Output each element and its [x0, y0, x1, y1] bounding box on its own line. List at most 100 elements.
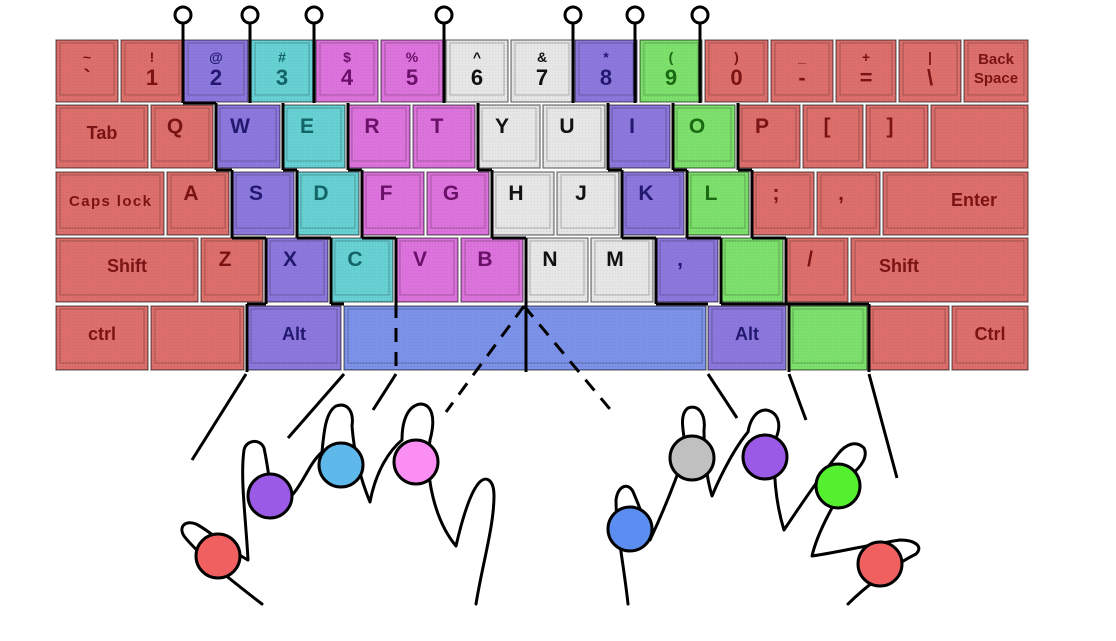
key-2-11: , [816, 171, 881, 236]
guide-anchor [434, 5, 454, 25]
key-0-11: _- [770, 39, 834, 103]
key-1-6: Y [477, 104, 541, 169]
key-bottom-label: = [860, 65, 873, 90]
key-1-7: U [542, 104, 606, 169]
key-label: Shift [879, 256, 919, 276]
key-3-0: Shift [55, 237, 199, 303]
key-1-5: T [412, 104, 476, 169]
key-0-5: %5 [380, 39, 444, 103]
key-face-texture [335, 241, 389, 295]
key-face-texture [677, 108, 731, 161]
key-face-texture [725, 241, 779, 295]
key-bottom-label: 1 [146, 65, 158, 90]
key-2-10: ; [751, 171, 815, 236]
key-face-texture [855, 241, 1024, 295]
key-face-texture [756, 175, 810, 228]
key-3-7: M [590, 237, 654, 303]
key-1-3: E [282, 104, 346, 169]
guide-line [706, 373, 739, 419]
key-face-texture [60, 43, 114, 95]
key-2-5: G [426, 171, 490, 236]
key-face-texture [840, 43, 892, 95]
key-1-1: Q [150, 104, 214, 169]
key-2-1: A [166, 171, 230, 236]
key-face-texture [400, 241, 454, 295]
key-top-label: $ [343, 49, 351, 65]
key-top-label: ^ [473, 49, 481, 65]
key-bottom-label: 7 [536, 65, 548, 90]
key-2-8: K [621, 171, 685, 236]
key-face-texture [644, 43, 698, 95]
key-bottom-label: 3 [276, 65, 288, 90]
key-label: H [508, 182, 523, 205]
key-label: Shift [107, 256, 147, 276]
key-face-texture [712, 309, 782, 363]
key-label: N [542, 248, 557, 271]
key-3-11: Shift [850, 237, 1029, 303]
key-face-texture [188, 43, 244, 95]
finger-dot-left-pinky [194, 532, 242, 580]
key-face-texture [561, 175, 615, 228]
key-3-6: N [525, 237, 589, 303]
key-face-texture [60, 241, 194, 295]
key-label: I [629, 115, 635, 138]
key-top-label: & [537, 49, 547, 65]
key-face-texture [547, 108, 601, 161]
key-1-9: O [672, 104, 736, 169]
key-face-texture [790, 241, 844, 295]
keys-layer: ~`!1@2#3$4%5^6&7*8(9)0_-+=|\BackSpaceTab… [55, 39, 1029, 371]
key-top-label: ! [150, 49, 155, 65]
key-face-texture [775, 43, 829, 95]
key-bottom-label: 9 [665, 65, 677, 90]
key-3-4: V [395, 237, 459, 303]
key-face-texture [385, 43, 439, 95]
guide-anchor [563, 5, 583, 25]
key-face-texture [171, 175, 225, 228]
space-guide-dashed [444, 305, 526, 413]
key-label: K [638, 182, 653, 205]
key-face-texture [287, 108, 341, 161]
key-0-13: |\ [898, 39, 962, 103]
key-face-texture [60, 108, 144, 161]
guide-line [787, 373, 808, 421]
key-label: Tab [87, 123, 118, 143]
key-face-texture [807, 108, 859, 161]
key-label: P [755, 115, 769, 138]
key-face-texture [270, 241, 324, 295]
key-1-2: W [215, 104, 281, 169]
key-2-0: Caps lock [55, 171, 165, 236]
finger-dot-left-ring [246, 472, 294, 520]
key-face-texture [968, 43, 1024, 95]
key-top-label: Back [978, 51, 1015, 68]
key-face-texture [595, 241, 649, 295]
key-bottom-label: \ [927, 65, 933, 90]
key-label: Alt [735, 324, 759, 344]
key-label: Alt [282, 324, 306, 344]
key-2-12: Enter [882, 171, 1029, 236]
key-face-texture [352, 108, 406, 161]
key-bottom-label: 0 [730, 65, 742, 90]
guide-line [371, 373, 398, 411]
guide-anchor [304, 5, 324, 25]
key-bottom-label: 4 [341, 65, 354, 90]
key-face-texture [255, 43, 309, 95]
key-top-label: % [406, 49, 419, 65]
key-label: [ [824, 115, 831, 138]
key-label: X [283, 248, 297, 271]
key-label: D [313, 182, 328, 205]
key-label: , [677, 248, 683, 271]
key-face-texture [236, 175, 290, 228]
key-face-texture [742, 108, 796, 161]
key-0-9: (9 [639, 39, 703, 103]
key-4-7: Ctrl [951, 305, 1029, 371]
key-4-1 [150, 305, 245, 371]
key-face-texture [793, 309, 863, 363]
key-label: G [443, 182, 459, 205]
key-label: , [838, 182, 844, 205]
key-3-9 [720, 237, 784, 303]
key-top-label: + [862, 49, 870, 65]
key-face-texture [873, 309, 945, 363]
key-3-2: X [265, 237, 329, 303]
key-2-6: H [491, 171, 555, 236]
key-bottom-label: 2 [210, 65, 222, 90]
